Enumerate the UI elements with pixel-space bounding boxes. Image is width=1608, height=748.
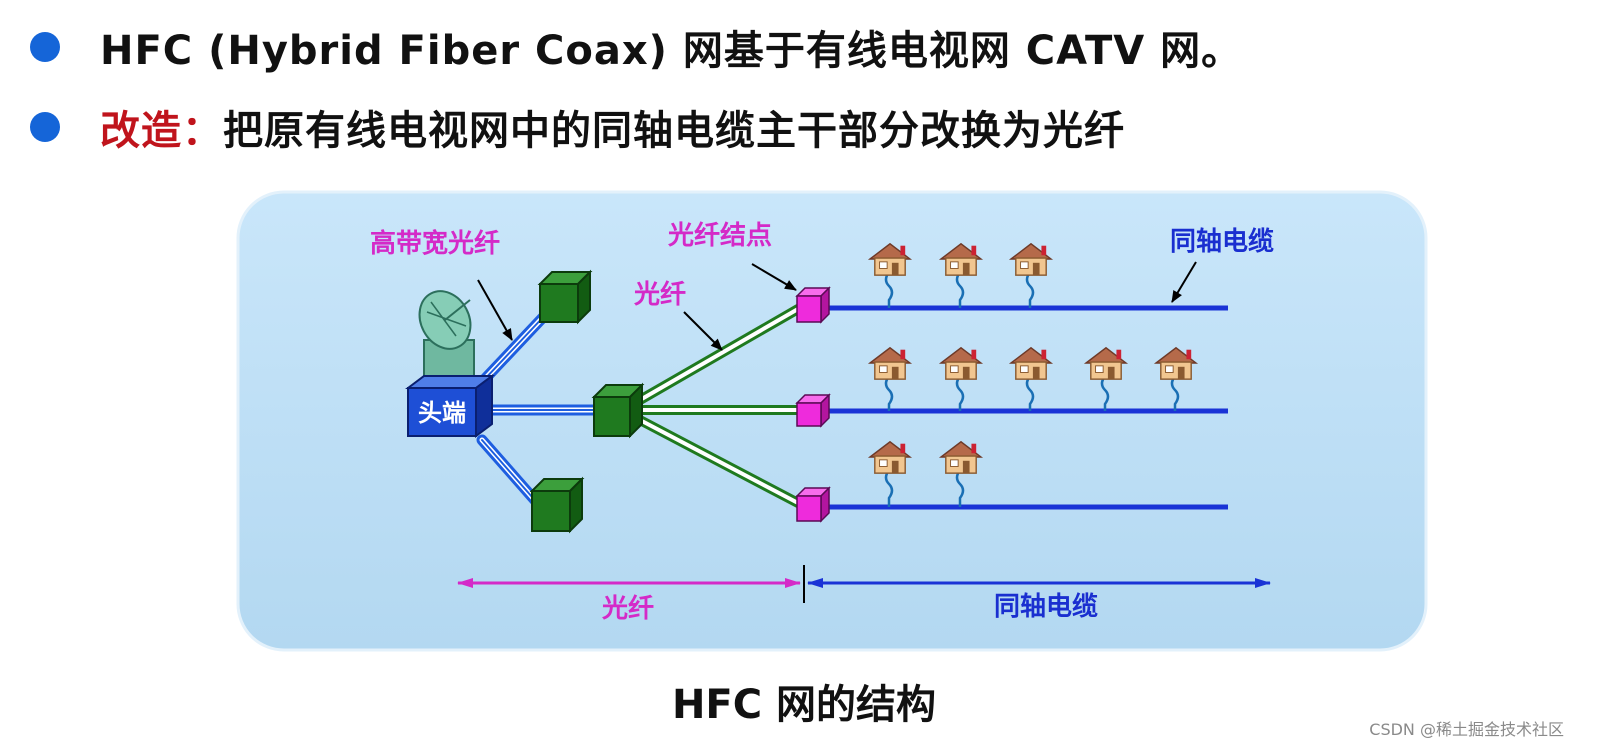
green-cube-middle — [591, 382, 645, 439]
span-arrows — [457, 565, 1271, 603]
bullet-2: 改造：把原有线电视网中的同轴电缆主干部分改换为光纤 — [30, 98, 1125, 156]
fiber-node-1 — [795, 286, 831, 324]
coax-lines — [826, 305, 1228, 510]
label-coax-cable: 同轴电缆 — [1170, 226, 1274, 257]
label-high-bandwidth-fiber: 高带宽光纤 — [370, 228, 500, 259]
headend-box: 头端 — [405, 374, 495, 438]
bullet-prefix: 改造： — [100, 108, 223, 154]
bullet-1: HFC (Hybrid Fiber Coax) 网基于有线电视网 CATV 网。 — [30, 18, 1242, 76]
headend-label: 头端 — [418, 399, 466, 427]
bullet-text: HFC (Hybrid Fiber Coax) 网基于有线电视网 CATV 网。 — [100, 28, 1243, 74]
bullet-dot — [30, 32, 60, 62]
callout-arrows — [477, 261, 1197, 351]
bullet-dot — [30, 112, 60, 142]
bullet-body: 把原有线电视网中的同轴电缆主干部分改换为光纤 — [223, 108, 1125, 154]
fiber-node-3 — [795, 486, 831, 523]
label-fiber-node: 光纤结点 — [667, 220, 772, 251]
green-cube-top — [537, 269, 593, 325]
watermark: CSDN @稀土掘金技术社区 — [1369, 720, 1564, 739]
green-cube-bottom — [529, 476, 585, 534]
fiber-node-2 — [795, 393, 831, 428]
headend-fiber-lines — [476, 306, 604, 512]
diagram-caption: HFC 网的结构 — [671, 682, 937, 728]
label-fiber: 光纤 — [633, 280, 686, 310]
satellite-dish-icon — [418, 290, 475, 381]
span-label-coax: 同轴电缆 — [994, 591, 1098, 622]
bullet-text: 改造：把原有线电视网中的同轴电缆主干部分改换为光纤 — [100, 98, 1125, 156]
house-drops — [884, 271, 1180, 507]
span-label-fiber: 光纤 — [601, 594, 654, 624]
green-fiber-lines — [635, 304, 803, 508]
